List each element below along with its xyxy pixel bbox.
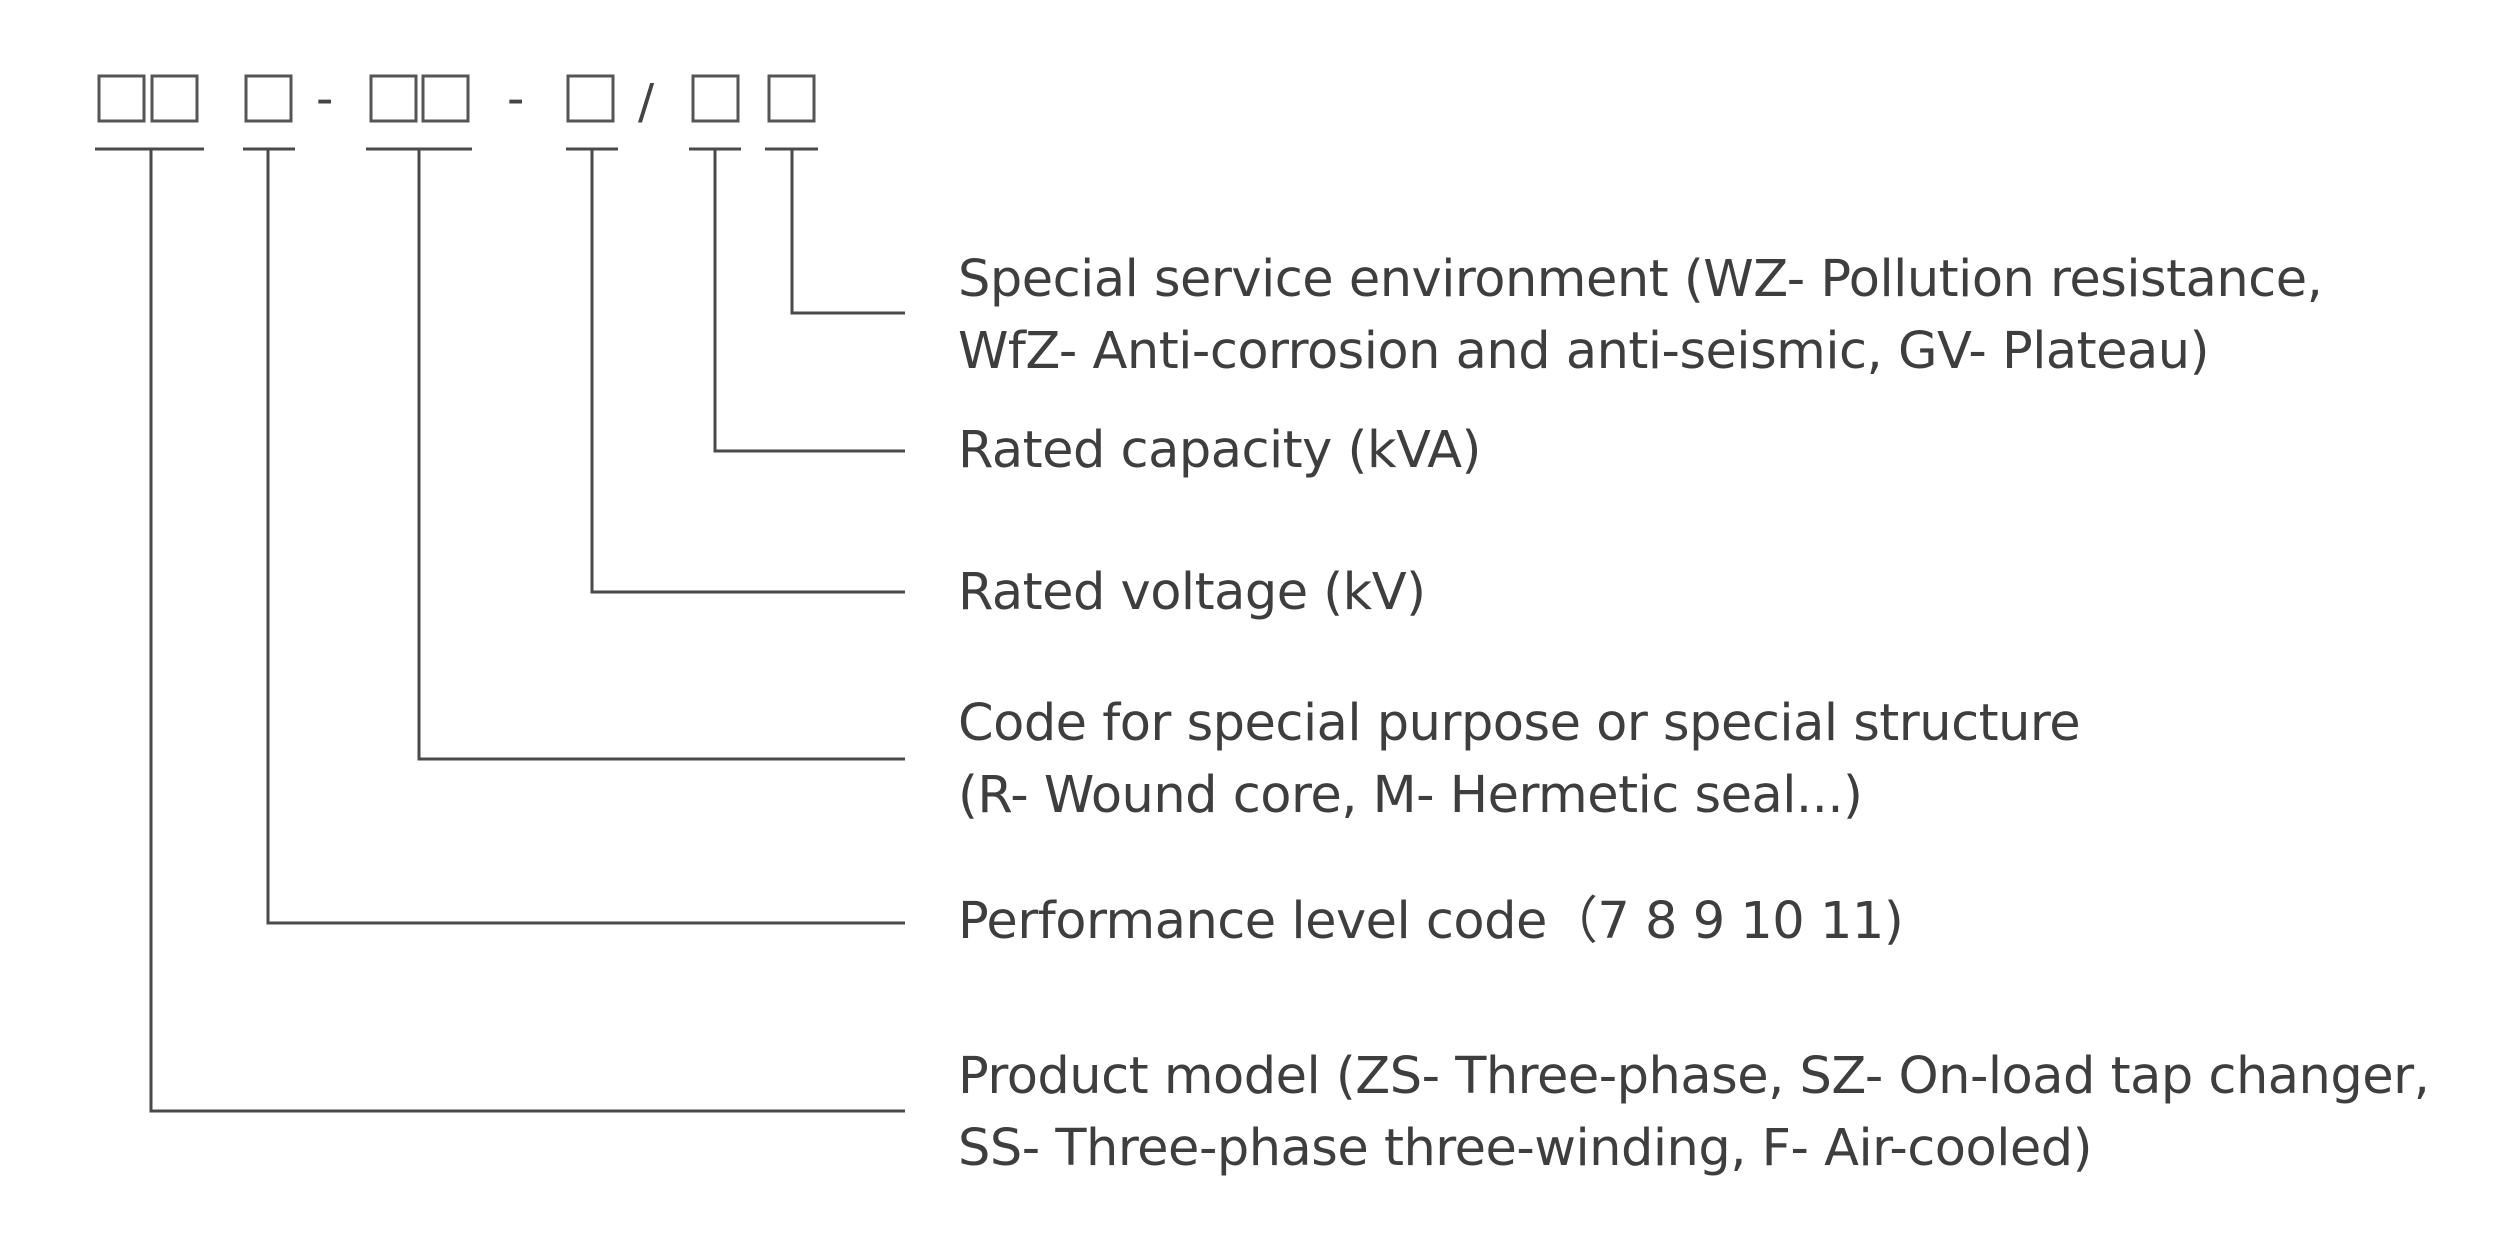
label-line: SS- Three-phase three-winding, F- Air-co… xyxy=(958,1119,2093,1178)
code-pattern: - - / xyxy=(97,71,816,130)
leader-special-environment xyxy=(790,149,905,315)
leader-performance-level xyxy=(266,149,905,925)
code-box xyxy=(150,74,199,123)
label-line: Special service environment (WZ- Polluti… xyxy=(958,250,2323,309)
leader-special-purpose xyxy=(417,149,905,761)
label-rated-capacity: Rated capacity (kVA) xyxy=(958,415,1481,487)
code-box xyxy=(767,74,816,123)
label-special-environment: Special service environment (WZ- Polluti… xyxy=(958,244,2323,388)
leader-rated-capacity xyxy=(713,149,905,453)
label-line: (R- Wound core, M- Hermetic seal...) xyxy=(958,766,1863,825)
code-box xyxy=(421,74,470,123)
label-line: Performance level code（7 8 9 10 11) xyxy=(958,892,1904,951)
label-product-model: Product model (ZS- Three-phase, SZ- On-l… xyxy=(958,1041,2430,1185)
label-performance-level: Performance level code（7 8 9 10 11) xyxy=(958,886,1904,958)
label-line: Product model (ZS- Three-phase, SZ- On-l… xyxy=(958,1047,2430,1106)
code-box xyxy=(566,74,615,123)
leader-rated-voltage xyxy=(590,149,905,594)
label-line: Rated voltage (kV) xyxy=(958,563,1426,622)
label-rated-voltage: Rated voltage (kV) xyxy=(958,557,1426,629)
leader-product-model xyxy=(149,149,905,1113)
leader-lines xyxy=(149,149,905,1113)
code-box xyxy=(244,74,293,123)
label-special-purpose: Code for special purpose or special stru… xyxy=(958,688,2081,832)
code-separator: - xyxy=(316,71,333,127)
label-line: Code for special purpose or special stru… xyxy=(958,694,2081,753)
code-separator: / xyxy=(638,74,655,130)
code-box xyxy=(97,74,146,123)
label-line: WfZ- Anti-corrosion and anti-seismic, GV… xyxy=(958,322,2210,381)
label-line: Rated capacity (kVA) xyxy=(958,421,1481,480)
code-box xyxy=(691,74,740,123)
code-box xyxy=(369,74,418,123)
code-separator: - xyxy=(507,71,524,127)
